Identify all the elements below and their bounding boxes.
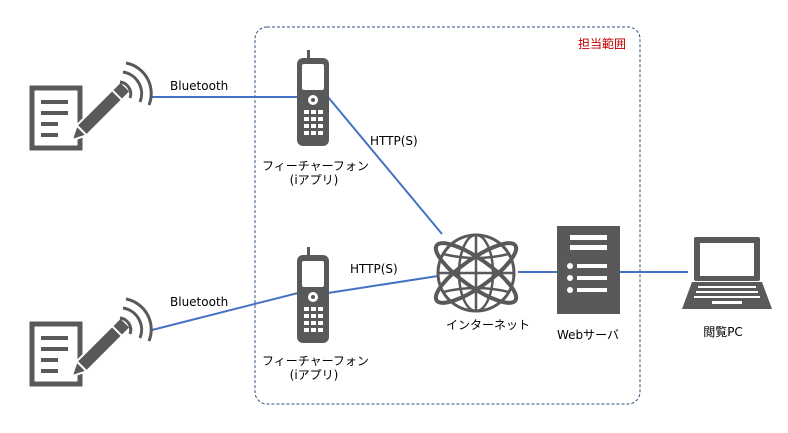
scope-boundary (254, 26, 641, 405)
digital-pen-icon (32, 63, 151, 148)
scope-label: 担当範囲 (578, 37, 627, 51)
phone-top-label: フィーチャーフォン (iアプリ) (262, 159, 369, 187)
link-label-http-top: HTTP(S) (370, 134, 418, 148)
internet-label: インターネット (446, 318, 531, 332)
web-server-icon (557, 226, 620, 314)
phone-top-label-line1: フィーチャーフォン (262, 159, 369, 173)
phone-bottom-label-line2: (iアプリ) (289, 368, 339, 382)
web-server-label: Webサーバ (556, 328, 620, 342)
digital-pen-icon (32, 299, 151, 384)
link-label-bluetooth-bottom: Bluetooth (170, 295, 229, 309)
phone-top-label-line2: (iアプリ) (289, 173, 339, 187)
link-http-bottom (327, 275, 439, 294)
phone-bottom-label: フィーチャーフォン (iアプリ) (262, 354, 369, 382)
link-http-top (327, 96, 443, 235)
link-label-bluetooth-top: Bluetooth (170, 79, 229, 93)
internet-globe-icon (433, 233, 519, 313)
link-bluetooth-bottom (151, 292, 299, 331)
laptop-icon (682, 237, 772, 309)
link-label-http-bottom: HTTP(S) (350, 262, 398, 276)
viewer-pc-label: 閲覧PC (703, 325, 743, 339)
feature-phone-icon (297, 50, 329, 146)
feature-phone-icon (297, 247, 329, 343)
phone-bottom-label-line1: フィーチャーフォン (262, 354, 369, 368)
